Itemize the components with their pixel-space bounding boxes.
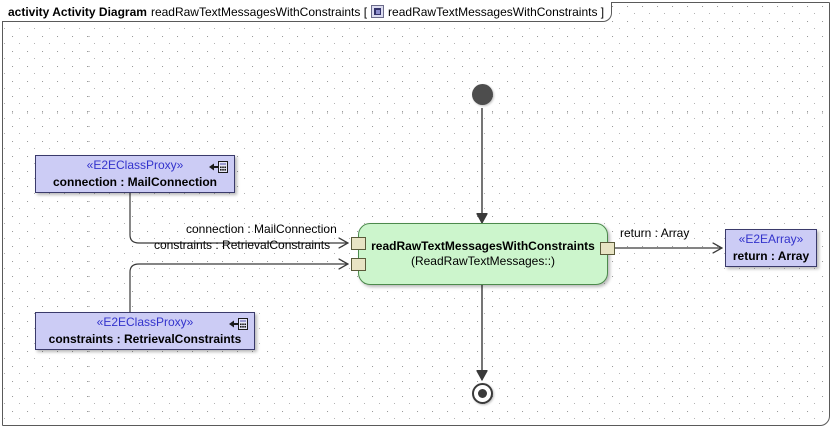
object-node-return-array[interactable]: «E2EArray» return : Array	[725, 229, 817, 267]
object-node-constraints[interactable]: «E2EClassProxy» constraints : RetrievalC…	[35, 312, 255, 350]
output-pin-return[interactable]	[600, 242, 615, 255]
object-node-connection-label: connection : MailConnection	[53, 175, 217, 189]
class-proxy-icon	[229, 318, 248, 330]
frame-keyword: activity Activity Diagram	[8, 4, 147, 19]
edge-label-connection: connection : MailConnection	[186, 222, 337, 236]
grid-major-lines	[3, 3, 829, 425]
initial-node[interactable]	[472, 84, 493, 105]
object-node-return-label: return : Array	[732, 249, 810, 263]
object-node-connection-stereotype: «E2EClassProxy»	[86, 158, 184, 172]
edge-label-return: return : Array	[620, 226, 690, 240]
frame-inner-name: readRawTextMessagesWithConstraints ]	[388, 4, 605, 19]
frame-name: readRawTextMessagesWithConstraints [	[150, 4, 368, 19]
activity-diagram-icon	[371, 5, 385, 18]
object-node-constraints-stereotype: «E2EClassProxy»	[96, 315, 194, 329]
class-proxy-icon	[209, 161, 228, 173]
action-node-readrawtextmessageswithconstraints[interactable]: readRawTextMessagesWithConstraints (Read…	[358, 223, 608, 285]
activity-final-node[interactable]	[472, 383, 493, 404]
action-node-title: readRawTextMessagesWithConstraints	[371, 239, 595, 253]
edge-label-constraints: constraints : RetrievalConstraints	[154, 238, 331, 252]
grid-dots	[3, 3, 829, 425]
action-node-subtitle: (ReadRawTextMessages::)	[410, 254, 556, 268]
frame-title-tab: activity Activity Diagram readRawTextMes…	[2, 2, 613, 22]
object-node-return-stereotype: «E2EArray»	[738, 232, 804, 246]
object-node-constraints-label: constraints : RetrievalConstraints	[48, 332, 242, 346]
diagram-frame	[2, 2, 830, 426]
input-pin-constraints[interactable]	[351, 258, 366, 271]
input-pin-connection[interactable]	[351, 237, 366, 250]
object-node-connection[interactable]: «E2EClassProxy» connection : MailConnect…	[35, 155, 235, 193]
